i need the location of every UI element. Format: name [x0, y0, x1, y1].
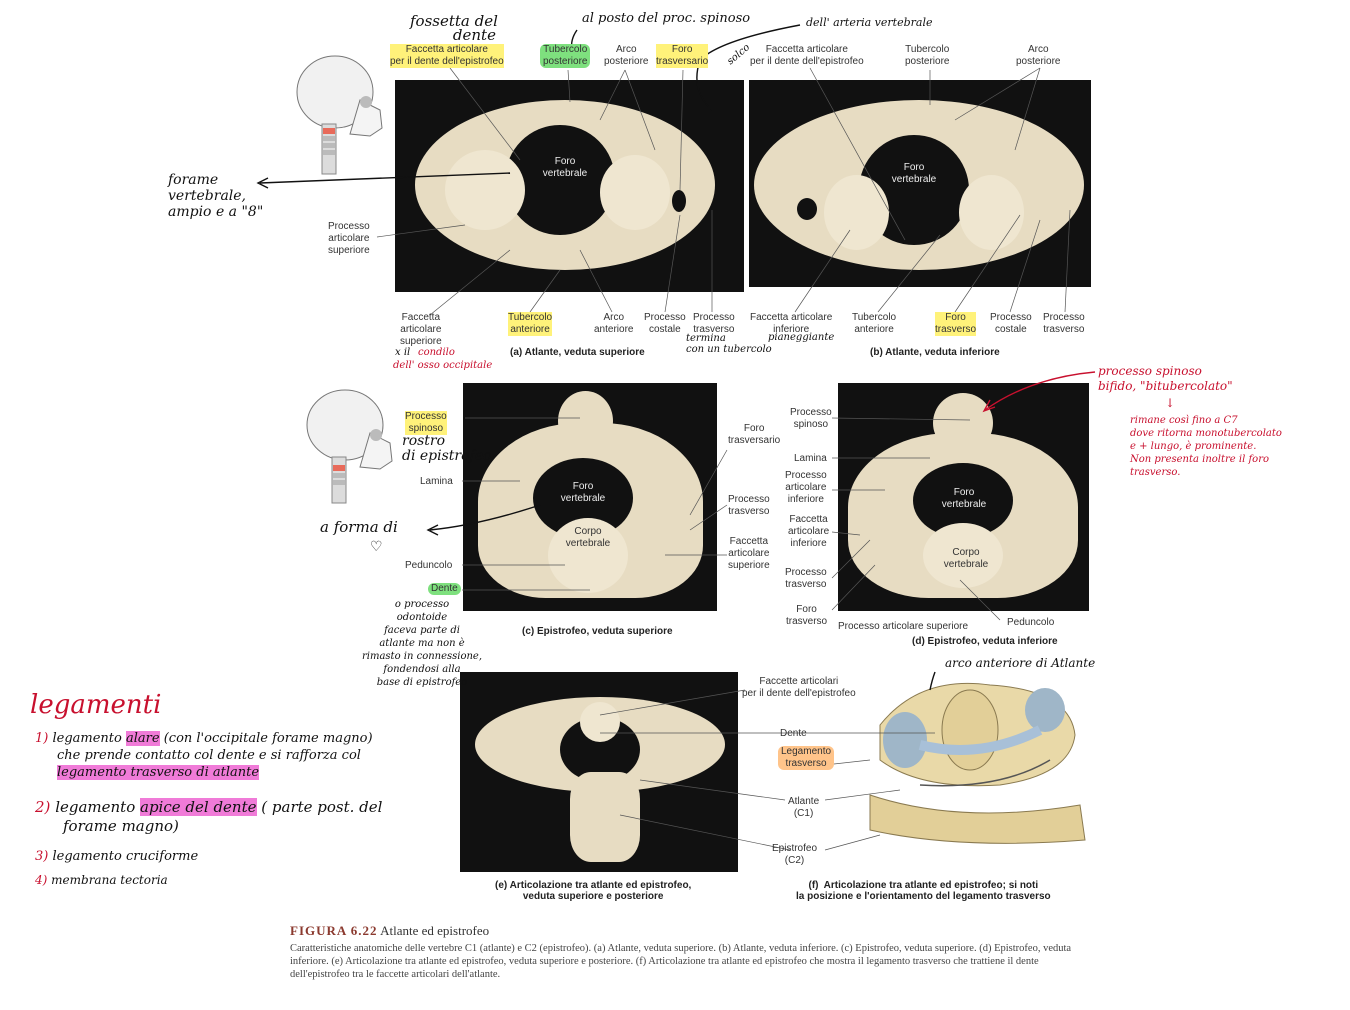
legamento-2: 2) legamento apice del dente ( parte pos…: [35, 798, 383, 835]
skull-neck-illustration-middle: [306, 389, 393, 504]
label-faccetta-articolare-inferiore-b: Faccetta articolare inferiore: [750, 312, 833, 335]
legamento-1: 1) legamento alare (con l'occipitale for…: [35, 731, 373, 780]
label-epistrofeo-f: Epistrofeo (C2): [772, 843, 818, 866]
label-faccetta-articolare-superiore-c: Faccetta articolare superiore: [728, 536, 770, 571]
skull-neck-illustration-top: [296, 55, 383, 175]
label-processo-spinoso-c: Processo spinoso: [405, 411, 447, 435]
label-dente-c: Dente: [428, 583, 461, 595]
label-faccette-articolari-f: Faccette articolari per il dente dell'ep…: [742, 676, 856, 699]
caption-f: (f) Articolazione tra atlante ed epistro…: [796, 880, 1051, 902]
label-peduncolo-c: Peduncolo: [405, 560, 453, 571]
label-arco-posteriore-b: Arco posteriore: [1016, 44, 1061, 67]
figure-description: Caratteristiche anatomiche delle vertebr…: [290, 943, 1072, 980]
note-processo-odontoide: o processo odontoide faceva parte di atl…: [362, 599, 483, 688]
label-arco-posteriore-a: Arco posteriore: [604, 44, 649, 67]
label-processo-trasverso-d: Processo trasverso: [785, 567, 827, 590]
label-processo-spinoso-d: Processo spinoso: [790, 407, 832, 430]
photo-atlantoaxial-joint: [460, 672, 738, 872]
legamento-4-number: 4): [35, 873, 48, 887]
label-processo-trasverso-c: Processo trasverso: [728, 494, 770, 517]
label-lamina-c: Lamina: [420, 476, 453, 487]
label-foro-trasverso-d: Foro trasverso: [786, 604, 828, 627]
foro-vertebrale-label: Foro vertebrale: [542, 156, 588, 179]
label-processo-articolare-superiore-d: Processo articolare superiore: [838, 621, 969, 632]
label-processo-costale-b: Processo costale: [990, 312, 1032, 335]
label-tubercolo-posteriore-b: Tubercolo posteriore: [905, 44, 950, 67]
label-legamento-trasverso-f: Legamento trasverso: [778, 746, 835, 770]
heart-icon: ♡: [370, 539, 383, 555]
note-arco-anteriore-atlante: arco anteriore di Atlante: [945, 656, 1096, 670]
note-al-posto: al posto del proc. spinoso: [582, 11, 751, 26]
legamento-2-number: 2): [35, 798, 51, 816]
note-condilo: condilo dell' osso occipitale: [393, 347, 493, 371]
label-lamina-d: Lamina: [794, 453, 827, 464]
label-atlante-f: Atlante (C1): [788, 796, 820, 819]
arrow-down-icon: ↓: [1165, 396, 1176, 410]
note-condilo-x: x il: [395, 347, 411, 358]
legamento-3-number: 3): [35, 849, 49, 864]
label-foro-trasversario-a: Foro trasversario: [656, 44, 709, 68]
note-rostro: rostro di epistrofeo: [402, 433, 492, 464]
legamenti-title: legamenti: [30, 690, 162, 720]
label-tubercolo-anteriore-b: Tubercolo anteriore: [852, 312, 897, 335]
foro-vertebrale-label: Foro vertebrale: [941, 487, 987, 510]
label-dente-f: Dente: [780, 728, 807, 739]
label-faccetta-dente-a: Faccetta articolare per il dente dell'ep…: [390, 44, 504, 68]
note-arteria: dell' arteria vertebrale: [806, 16, 933, 29]
label-tubercolo-posteriore-a: Tubercolo posteriore: [540, 44, 591, 68]
note-termina: termina con un tubercolo: [686, 333, 772, 355]
photo-axis-inferior: Foro vertebrale Corpo vertebrale: [838, 383, 1089, 611]
caption-a: (a) Atlante, veduta superiore: [510, 347, 645, 358]
label-foro-trasverso-b: Foro trasverso: [935, 312, 977, 336]
label-peduncolo-d: Peduncolo: [1007, 617, 1055, 628]
caption-e: (e) Articolazione tra atlante ed epistro…: [495, 880, 692, 902]
note-rimane: rimane così fino a C7 dove ritorna monot…: [1130, 415, 1282, 478]
legamento-1-number: 1): [35, 731, 49, 746]
figure-title: FIGURA 6.22 Atlante ed epistrofeo: [290, 923, 490, 938]
caption-d: (d) Epistrofeo, veduta inferiore: [912, 636, 1058, 647]
photo-axis-superior: Foro vertebrale Corpo vertebrale: [463, 383, 717, 611]
caption-c: (c) Epistrofeo, veduta superiore: [522, 626, 673, 637]
note-fossetta: fossetta del dente: [410, 12, 498, 44]
photo-atlas-superior: Foro vertebrale: [395, 80, 744, 292]
legamento-4: 4) membrana tectoria: [35, 873, 168, 887]
caption-b: (b) Atlante, veduta inferiore: [870, 347, 1000, 358]
note-pianeggiante: pianeggiante: [768, 332, 835, 343]
label-arco-anteriore-a: Arco anteriore: [594, 312, 634, 335]
label-faccetta-articolare-inferiore-d: Faccetta articolare inferiore: [788, 514, 830, 549]
label-processo-costale-a: Processo costale: [644, 312, 686, 335]
foro-vertebrale-label: Foro vertebrale: [891, 162, 937, 185]
label-faccetta-articolare-superiore-a: Faccetta articolare superiore: [400, 312, 442, 347]
note-a-forma: a forma di: [320, 518, 398, 536]
legamento-3: 3) legamento cruciforme: [35, 849, 199, 864]
note-spinoso-bifido: processo spinoso bifido, "bitubercolato": [1098, 364, 1233, 393]
illustration-transverse-ligament: [869, 682, 1086, 844]
label-processo-articolare-inferiore-d: Processo articolare inferiore: [785, 470, 827, 505]
foro-vertebrale-label: Foro vertebrale: [560, 481, 606, 504]
corpo-vertebrale-label: Corpo vertebrale: [565, 526, 611, 549]
label-faccetta-dente-b: Faccetta articolare per il dente dell'ep…: [750, 44, 864, 67]
label-tubercolo-anteriore-a: Tubercolo anteriore: [508, 312, 553, 336]
label-foro-trasversario-c: Foro trasversario: [728, 423, 781, 446]
corpo-vertebrale-label: Corpo vertebrale: [943, 547, 989, 570]
label-processo-trasverso-b: Processo trasverso: [1043, 312, 1085, 335]
note-forame: forame vertebrale, ampio e a "8": [168, 172, 264, 220]
label-processo-articolare-superiore-a: Processo articolare superiore: [328, 221, 370, 256]
label-processo-trasverso-a: Processo trasverso: [693, 312, 735, 335]
